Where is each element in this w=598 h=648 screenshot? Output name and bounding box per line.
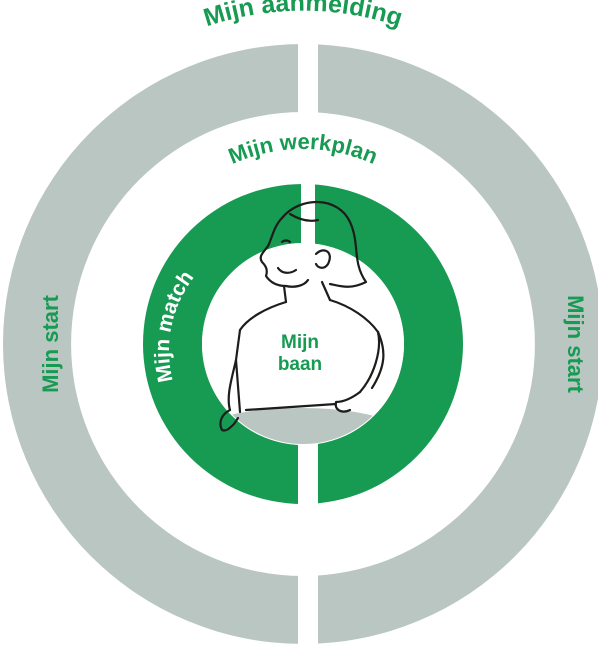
outer-ring-left-segment: [3, 44, 303, 644]
label-outer-right: Mijn start: [563, 295, 588, 393]
inner-ring-right-segment: [303, 184, 463, 504]
label-outer-left: Mijn start: [38, 294, 63, 392]
center-circle: [202, 243, 404, 445]
label-middle-top: Mijn werkplan: [225, 129, 382, 169]
person-icon: [219, 200, 385, 432]
label-center-line1: Mijn: [281, 332, 319, 353]
ring-gap-top: [298, 0, 318, 130]
label-center-line2: baan: [278, 354, 322, 375]
inner-ring-left-segment: [143, 184, 303, 504]
inner-ring-gap-top: [301, 180, 315, 250]
inner-ring-gap-bottom: [301, 436, 315, 516]
outer-ring-right-segment: [303, 44, 598, 644]
